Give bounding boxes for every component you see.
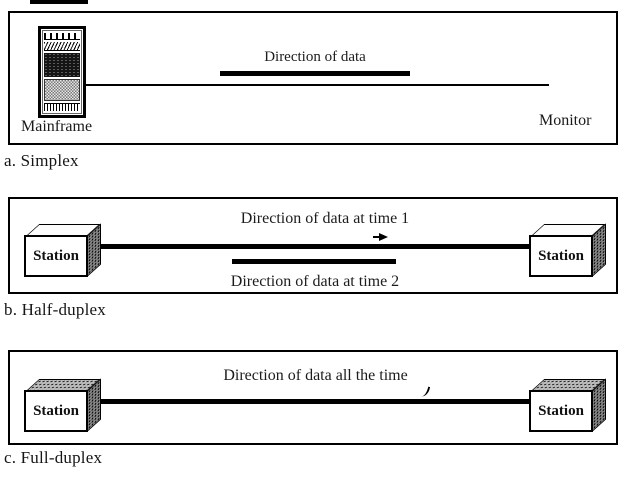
mainframe-icon [38,26,86,118]
station-icon-right: Station [529,223,607,277]
flow-label-time2: Direction of data at time 2 [230,273,400,290]
station-icon-left: Station [24,378,102,432]
transmission-line [100,244,530,249]
mainframe-label: Mainframe [21,118,93,135]
station-icon-right: Station [529,378,607,432]
arrow-hook-mark [420,385,431,398]
mainframe-dither-panel [44,78,80,102]
mainframe-vents-texture [44,103,80,112]
caption-full-duplex: c. Full-duplex [4,448,103,467]
flow-label: Direction of data all the time [223,367,408,384]
flow-direction-bar-time2 [232,259,396,264]
flow-label: Direction of data [264,49,366,65]
monitor-label: Monitor [539,112,592,129]
scan-artifact-bar [30,0,88,4]
arrow-tail [373,236,379,238]
panel-full-duplex: Station Direction of data all the time S… [8,350,618,445]
caption-half-duplex: b. Half-duplex [4,300,106,319]
panel-half-duplex: Station Direction of data at time 1 Dire… [8,197,618,294]
flow-label-time1: Direction of data at time 1 [240,210,410,227]
station-icon-left: Station [24,223,102,277]
mainframe-knobs-texture [44,33,80,40]
transmission-line [100,399,530,404]
station-label: Station [529,390,593,432]
flow-direction-bar [220,71,410,76]
station-label: Station [24,390,88,432]
mainframe-dark-panel [44,52,80,77]
station-label: Station [24,235,88,277]
station-label: Station [529,235,593,277]
transmission-line [86,84,549,86]
right-arrowhead-icon [379,233,388,241]
panel-simplex: Mainframe Direction of data Monitor [8,11,618,145]
mainframe-wavy-texture [44,41,80,51]
caption-simplex: a. Simplex [4,151,79,170]
